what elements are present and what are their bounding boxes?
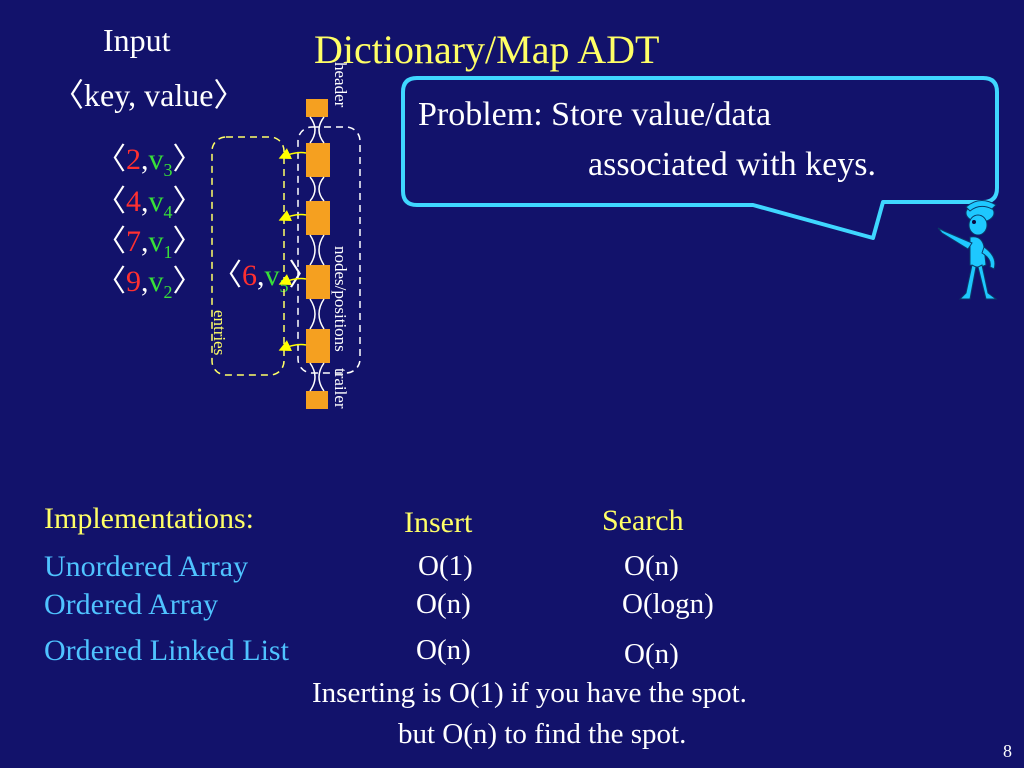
row-insert: O(n) (416, 634, 471, 666)
slide-title: Dictionary/Map ADT (314, 27, 660, 72)
pair-key: 7 (126, 225, 141, 258)
implementations-heading: Implementations: (44, 502, 254, 535)
new-pair-item: 〈6,v5〉 (212, 259, 319, 296)
pair-value-subscript: 4 (163, 202, 173, 222)
row-name: Ordered Array (44, 588, 219, 621)
pair-item: 〈7,v1〉 (96, 225, 203, 262)
callout-bubble (401, 76, 999, 240)
page-number: 8 (1003, 741, 1012, 761)
pair-item: 〈4,v4〉 (96, 185, 203, 222)
node-chain (306, 99, 330, 409)
pair-key: 9 (126, 265, 141, 298)
search-heading: Search (602, 504, 684, 537)
input-heading: Input (103, 22, 171, 58)
pair-value: v (148, 265, 164, 298)
linked-list-diagram (211, 99, 361, 409)
pair-value-subscript: 1 (163, 242, 173, 262)
pair-value-subscript: 2 (163, 282, 173, 302)
trailer-label: trailer (331, 368, 350, 409)
row-insert: O(1) (418, 550, 473, 582)
pair-value-subscript: 5 (279, 276, 289, 296)
pair-item: 〈9,v2〉 (96, 265, 203, 302)
pair-key: 6 (242, 259, 257, 292)
nodes-label: nodes/positions (331, 246, 350, 352)
input-subheading: 〈key, value〉 (52, 77, 246, 113)
entry-arrows (278, 148, 307, 351)
callout-line1: Problem: Store value/data (418, 96, 772, 133)
note-line2: but O(n) to find the spot. (398, 718, 687, 750)
pair-value-subscript: 3 (163, 160, 173, 180)
pair-value: v (264, 259, 280, 292)
pair-key: 4 (126, 185, 141, 218)
row-search: O(n) (624, 550, 679, 582)
pointing-figure-icon (937, 200, 998, 300)
pair-value: v (148, 185, 164, 218)
pair-item: 〈2,v3〉 (96, 143, 203, 180)
insert-heading: Insert (404, 506, 473, 539)
row-name: Ordered Linked List (44, 634, 289, 667)
callout-line2: associated with keys. (588, 146, 876, 183)
note-line1: Inserting is O(1) if you have the spot. (312, 677, 747, 709)
entries-box (211, 136, 285, 376)
pair-value: v (148, 225, 164, 258)
pair-key: 2 (126, 143, 141, 176)
row-search: O(n) (624, 638, 679, 670)
nodes-box (297, 126, 361, 374)
row-insert: O(n) (416, 588, 471, 620)
pair-value: v (148, 143, 164, 176)
header-label: header (331, 62, 350, 108)
entries-label: entries (210, 310, 229, 356)
row-name: Unordered Array (44, 550, 249, 583)
row-search: O(logn) (622, 588, 714, 620)
